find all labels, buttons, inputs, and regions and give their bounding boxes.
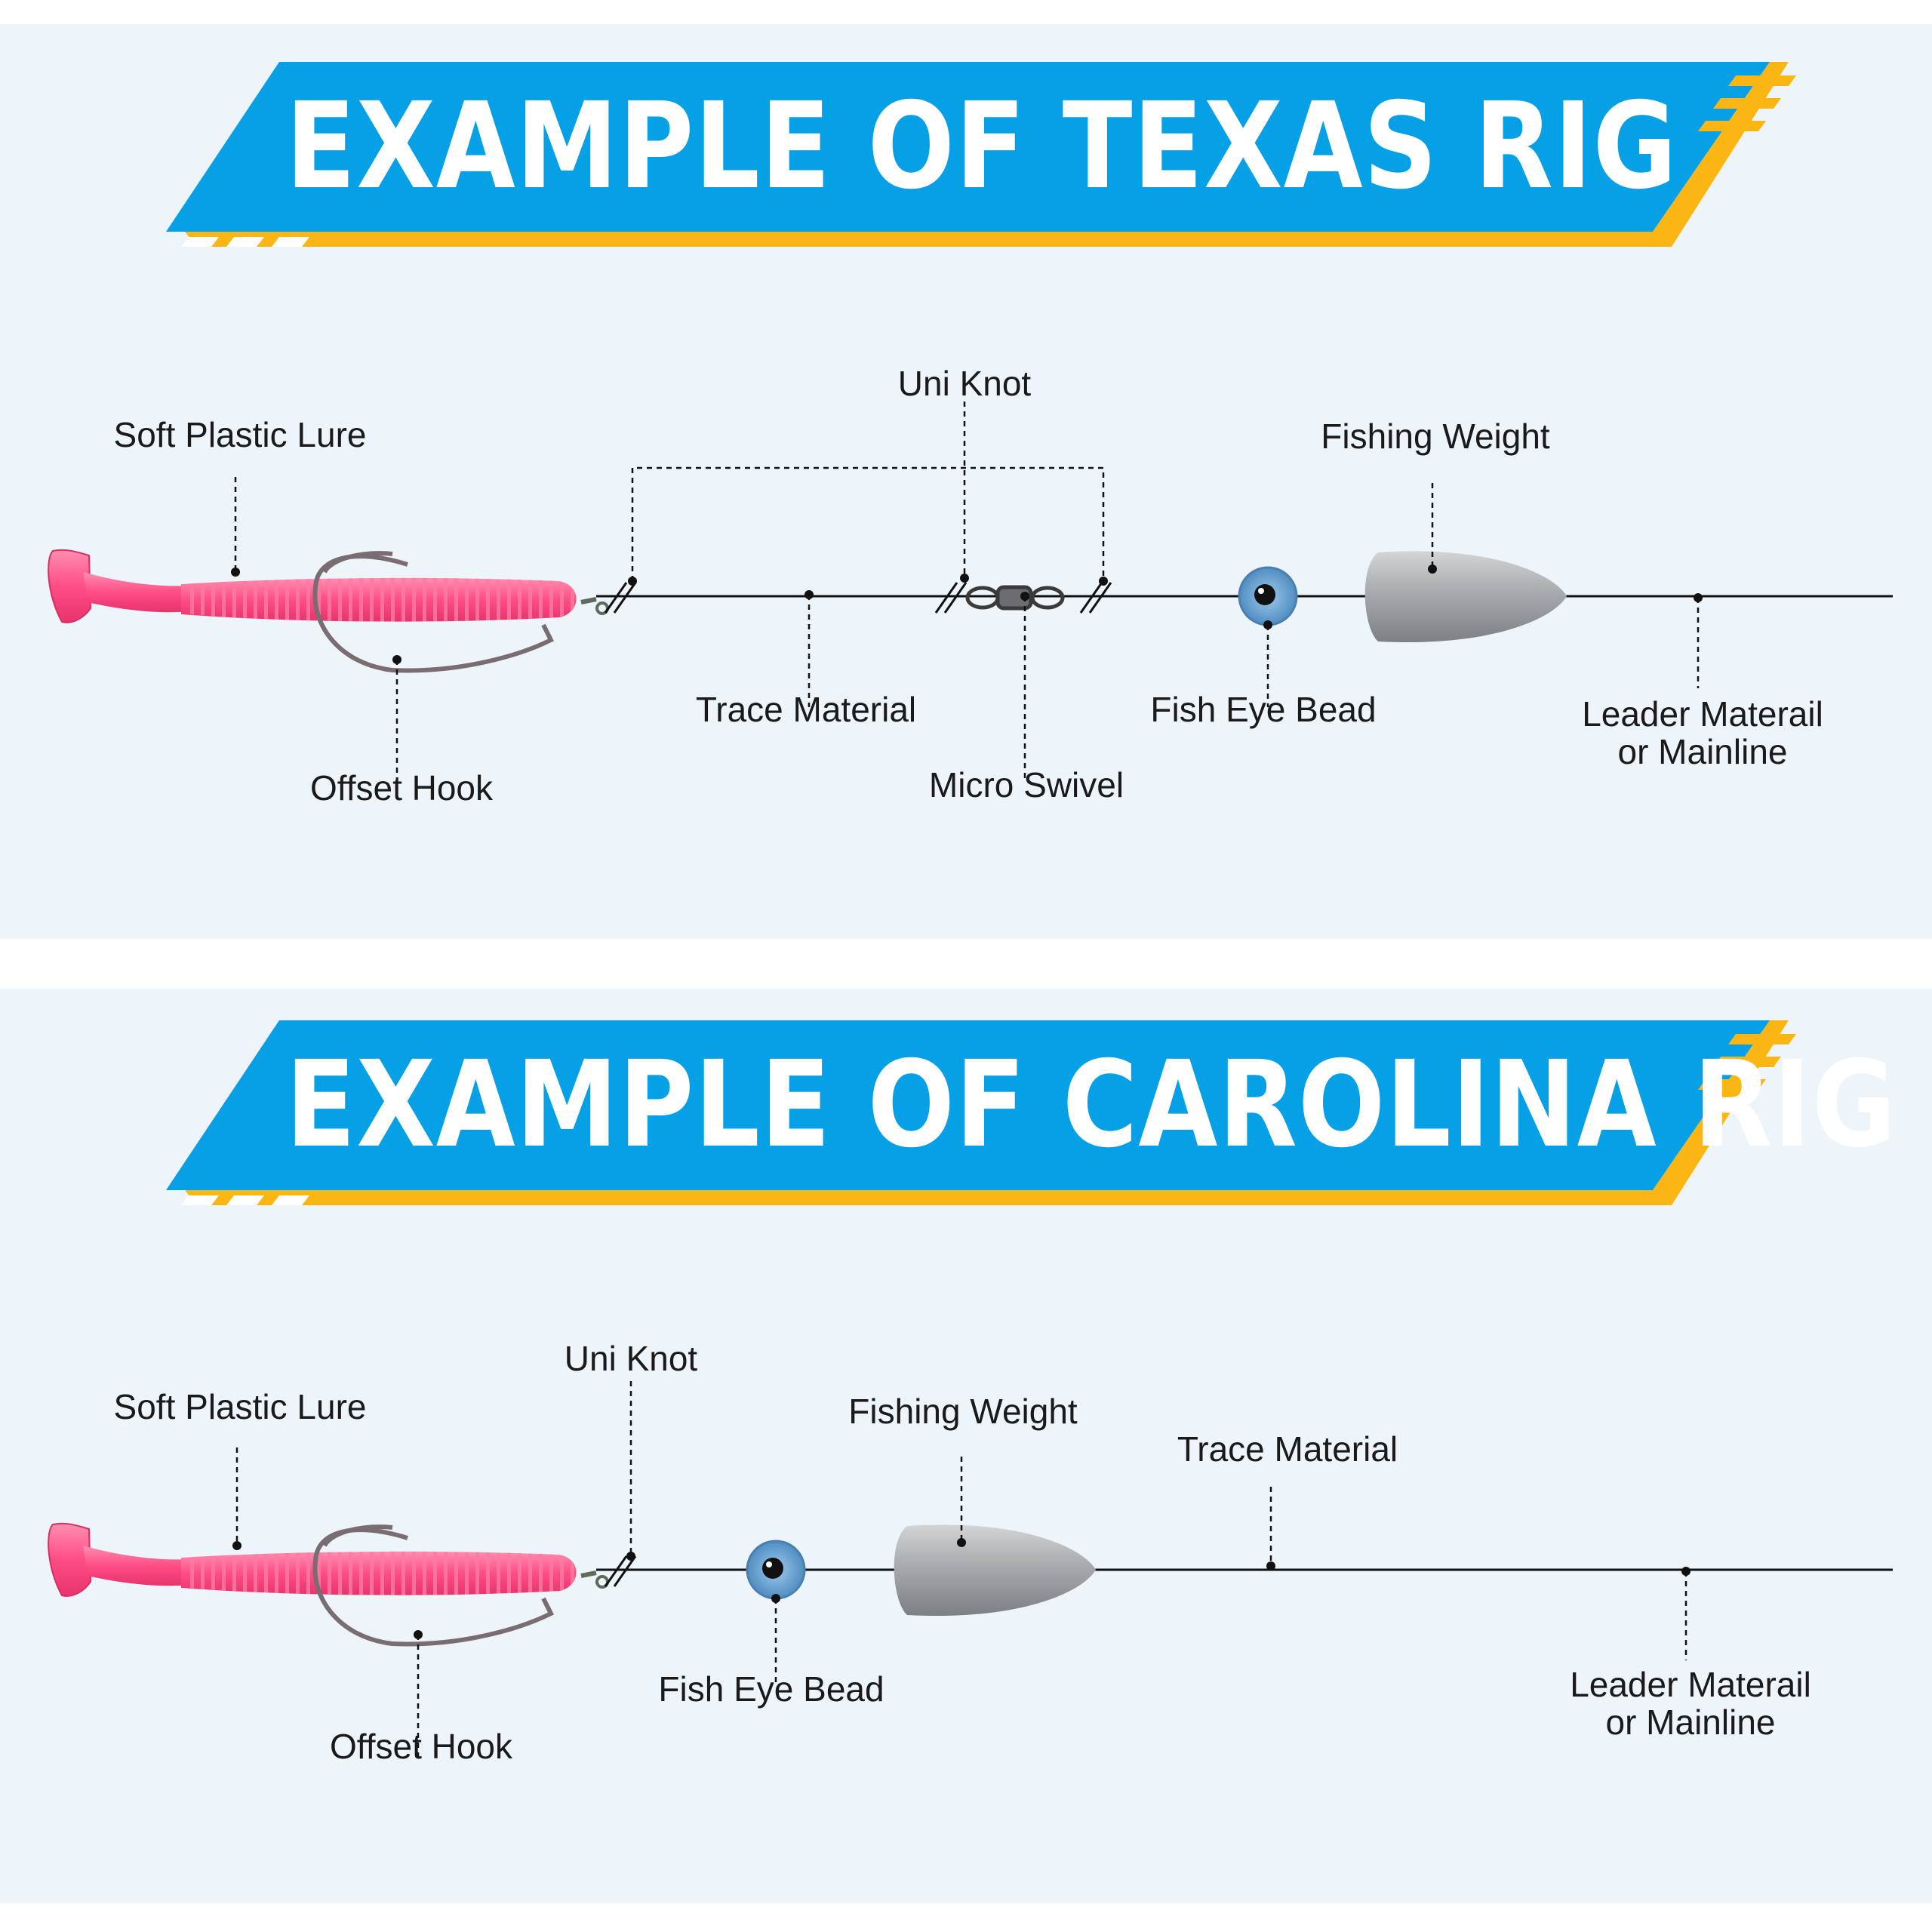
texas-banner — [166, 62, 1796, 247]
label-micro-swivel: Micro Swivel — [928, 765, 1124, 804]
label-uni-knot: Uni Knot — [564, 1339, 698, 1378]
label-fish-eye-bead: Fish Eye Bead — [1150, 690, 1377, 729]
uni-knot-mark-2 — [934, 582, 968, 614]
soft-plastic-lure — [48, 1522, 577, 1597]
texas-rig-diagram — [48, 401, 1893, 780]
label-fishing-weight: Fishing Weight — [848, 1392, 1078, 1431]
label-soft-plastic-lure: Soft Plastic Lure — [113, 1387, 367, 1426]
label-leader-material: Leader Materail or Mainline — [1570, 1666, 1811, 1741]
label-soft-plastic-lure: Soft Plastic Lure — [113, 415, 367, 454]
carolina-banner — [166, 1020, 1796, 1205]
label-offset-hook: Offset Hook — [309, 768, 494, 808]
label-trace-material: Trace Material — [695, 690, 917, 729]
uni-knot-mark — [604, 1555, 637, 1587]
fish-eye-bead-shape — [1238, 566, 1298, 626]
texas-rig-panel: EXAMPLE OF TEXAS RIG — [0, 24, 1932, 939]
uni-knot-mark-3 — [1079, 582, 1112, 614]
label-leader-line1: Leader Materail — [1570, 1665, 1811, 1704]
label-leader-line2: or Mainline — [1617, 731, 1788, 771]
label-fishing-weight: Fishing Weight — [1321, 417, 1550, 456]
micro-swivel-shape — [965, 585, 1065, 611]
carolina-rig-panel: EXAMPLE OF CAROLINA RIG — [0, 989, 1932, 1903]
fishing-weight-shape — [1364, 551, 1567, 643]
label-leader-material: Leader Materail or Mainline — [1582, 694, 1823, 771]
label-leader-line2: or Mainline — [1605, 1702, 1776, 1742]
label-offset-hook: Offset Hook — [329, 1727, 513, 1766]
label-trace-material: Trace Material — [1177, 1429, 1398, 1469]
carolina-rig-diagram — [48, 1381, 1893, 1758]
soft-plastic-lure — [48, 549, 577, 623]
label-uni-knot: Uni Knot — [897, 364, 1032, 403]
fish-eye-bead-shape — [746, 1540, 806, 1600]
texas-title: EXAMPLE OF TEXAS RIG — [285, 77, 1678, 216]
label-leader-line1: Leader Materail — [1582, 694, 1823, 734]
fishing-weight-shape — [894, 1524, 1096, 1617]
uni-knot-mark-1 — [604, 582, 637, 614]
label-fish-eye-bead: Fish Eye Bead — [658, 1669, 884, 1709]
carolina-title: EXAMPLE OF CAROLINA RIG — [285, 1035, 1897, 1174]
